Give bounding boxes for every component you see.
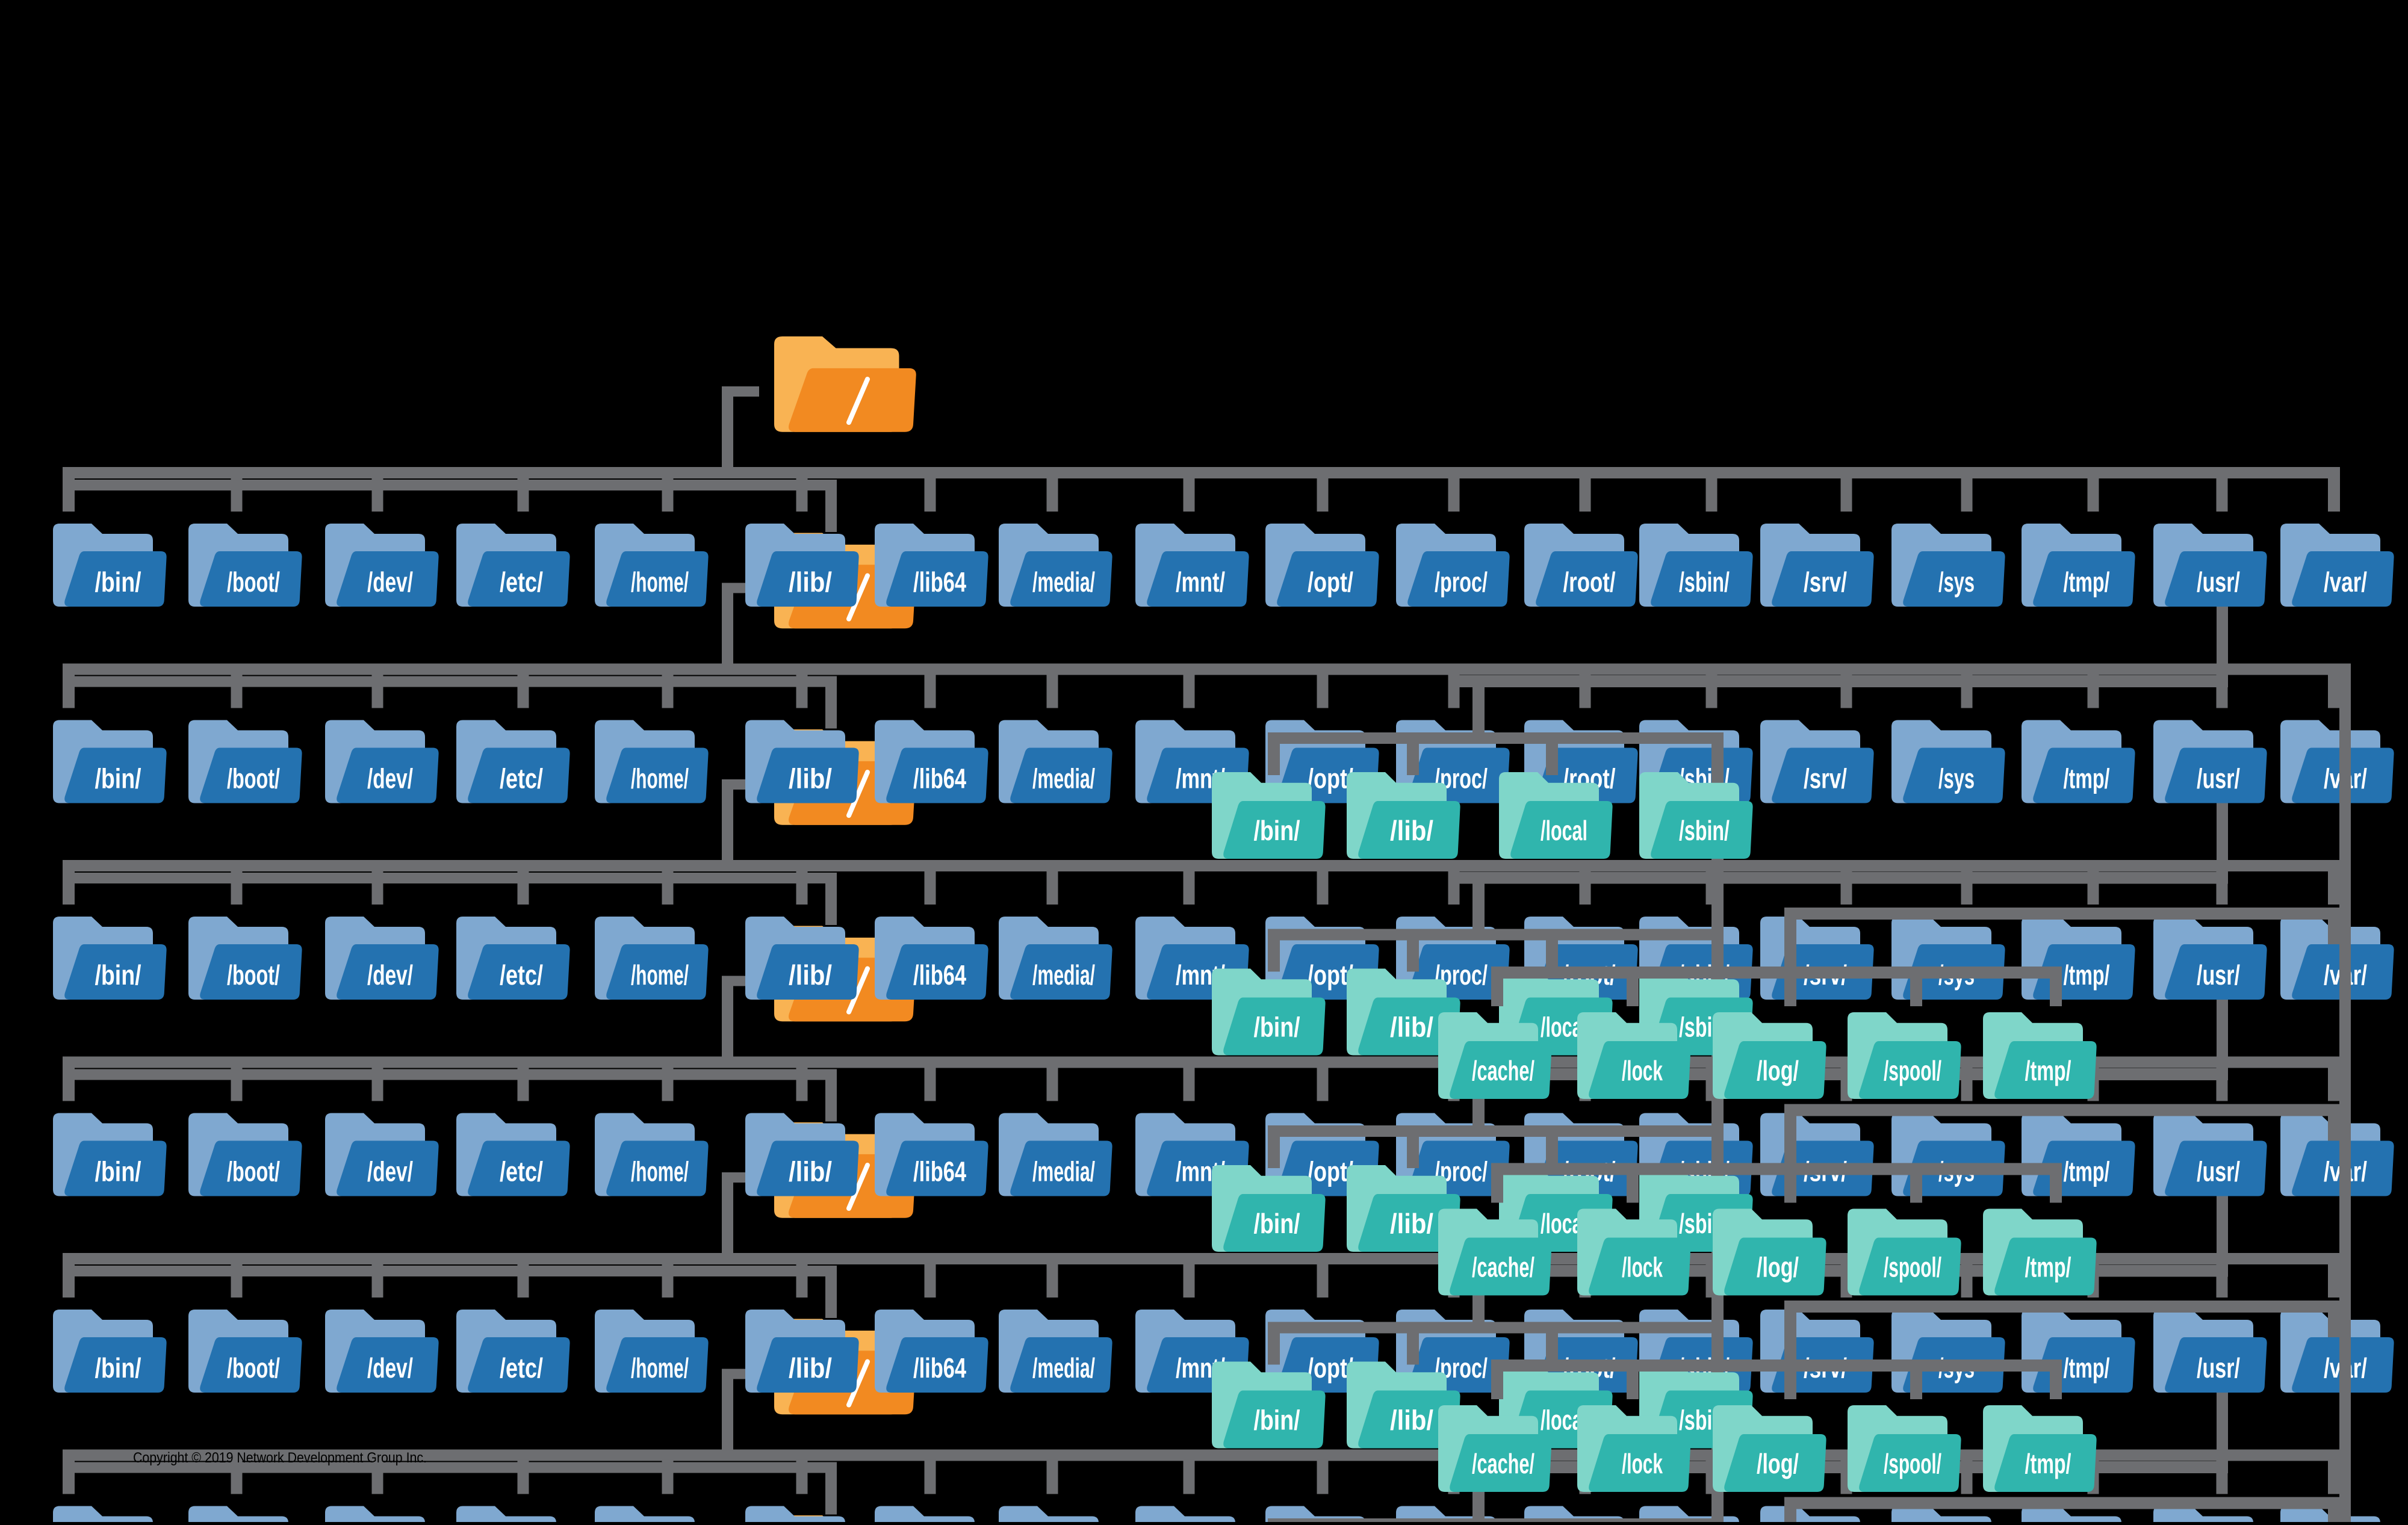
svg-text:/boot/: /boot/ [227, 1156, 280, 1187]
svg-text:/sbin/: /sbin/ [1679, 566, 1730, 598]
svg-text:/bin/: /bin/ [1254, 1405, 1300, 1436]
svg-text:/home/: /home/ [631, 763, 689, 794]
svg-text:/dev/: /dev/ [367, 763, 413, 794]
svg-text:/boot/: /boot/ [227, 959, 280, 991]
svg-text:/tmp/: /tmp/ [2025, 1252, 2071, 1283]
svg-text:/etc/: /etc/ [500, 566, 543, 598]
svg-text:/lib64: /lib64 [913, 763, 966, 794]
svg-text:/boot/: /boot/ [227, 763, 280, 794]
svg-text:/lib/: /lib/ [1390, 815, 1433, 846]
svg-text:/home/: /home/ [631, 1156, 689, 1187]
svg-text:/lib64: /lib64 [913, 566, 966, 598]
svg-text:/home/: /home/ [631, 1352, 689, 1384]
svg-text:/opt/: /opt/ [1308, 959, 1353, 991]
svg-text:/usr/: /usr/ [2197, 1156, 2240, 1187]
svg-text:/bin/: /bin/ [1254, 1012, 1300, 1043]
svg-text:/tmp/: /tmp/ [2064, 1156, 2110, 1187]
svg-text:/opt/: /opt/ [1308, 566, 1353, 598]
svg-text:Copyright © 2019 Network Devel: Copyright © 2019 Network Development Gro… [133, 1450, 427, 1466]
svg-text:/dev/: /dev/ [367, 959, 413, 991]
svg-text:/opt/: /opt/ [1308, 763, 1353, 794]
svg-text:/lock: /lock [1622, 1448, 1663, 1479]
svg-text:/log/: /log/ [1757, 1252, 1799, 1283]
svg-text:/tmp/: /tmp/ [2064, 566, 2110, 598]
svg-text:/home/: /home/ [631, 566, 689, 598]
svg-text:/boot/: /boot/ [227, 566, 280, 598]
svg-text:/srv/: /srv/ [1804, 763, 1847, 794]
svg-text:/bin/: /bin/ [1254, 1208, 1300, 1239]
svg-text:/proc/: /proc/ [1435, 566, 1488, 598]
svg-text:/spool/: /spool/ [1884, 1448, 1941, 1479]
svg-text:/usr/: /usr/ [2197, 763, 2240, 794]
svg-text:/media/: /media/ [1032, 1352, 1095, 1384]
svg-text:/lib/: /lib/ [789, 1352, 832, 1384]
svg-text:/tmp/: /tmp/ [2064, 763, 2110, 794]
svg-text:/sys: /sys [1938, 566, 1975, 598]
svg-text:/bin/: /bin/ [95, 763, 141, 794]
svg-text:/etc/: /etc/ [500, 1352, 543, 1384]
svg-text:/usr/: /usr/ [2197, 959, 2240, 991]
svg-text:/lib/: /lib/ [1390, 1405, 1433, 1436]
svg-text:/tmp/: /tmp/ [2064, 1352, 2110, 1384]
svg-text:/root/: /root/ [1563, 566, 1616, 598]
svg-text:/bin/: /bin/ [95, 1156, 141, 1187]
svg-text:/dev/: /dev/ [367, 566, 413, 598]
svg-text:/home/: /home/ [631, 959, 689, 991]
svg-text:/log/: /log/ [1757, 1448, 1799, 1479]
svg-text:/spool/: /spool/ [1884, 1055, 1941, 1086]
svg-text:/lib/: /lib/ [1390, 1208, 1433, 1239]
svg-text:/tmp/: /tmp/ [2025, 1055, 2071, 1086]
svg-text:/bin/: /bin/ [95, 566, 141, 598]
svg-text:/dev/: /dev/ [367, 1352, 413, 1384]
svg-text:/bin/: /bin/ [1254, 815, 1300, 846]
svg-text:/bin/: /bin/ [95, 959, 141, 991]
svg-text:/lock: /lock [1622, 1055, 1663, 1086]
svg-text:/media/: /media/ [1032, 566, 1095, 598]
svg-text:/log/: /log/ [1757, 1055, 1799, 1086]
svg-text:/etc/: /etc/ [500, 959, 543, 991]
svg-text:/local: /local [1541, 815, 1587, 846]
svg-text:/media/: /media/ [1032, 1156, 1095, 1187]
svg-text:/sbin/: /sbin/ [1679, 815, 1730, 846]
svg-text:/dev/: /dev/ [367, 1156, 413, 1187]
svg-text:/sys: /sys [1938, 763, 1975, 794]
svg-text:/etc/: /etc/ [500, 1156, 543, 1187]
svg-text:/tmp/: /tmp/ [2064, 959, 2110, 991]
svg-text:/opt/: /opt/ [1308, 1352, 1353, 1384]
svg-text:/lib64: /lib64 [913, 1156, 966, 1187]
svg-text:/lock: /lock [1622, 1252, 1663, 1283]
svg-text:/opt/: /opt/ [1308, 1156, 1353, 1187]
svg-text:/cache/: /cache/ [1472, 1448, 1534, 1479]
svg-text:/cache/: /cache/ [1472, 1252, 1534, 1283]
svg-text:/srv/: /srv/ [1804, 566, 1847, 598]
svg-text:/media/: /media/ [1032, 959, 1095, 991]
svg-text:/tmp/: /tmp/ [2025, 1448, 2071, 1479]
svg-text:/etc/: /etc/ [500, 763, 543, 794]
svg-text:/boot/: /boot/ [227, 1352, 280, 1384]
svg-text:/mnt/: /mnt/ [1176, 566, 1225, 598]
svg-text:/media/: /media/ [1032, 763, 1095, 794]
svg-text:/lib64: /lib64 [913, 959, 966, 991]
svg-text:/usr/: /usr/ [2197, 566, 2240, 598]
svg-text:/lib/: /lib/ [789, 763, 832, 794]
svg-text:/lib/: /lib/ [789, 959, 832, 991]
svg-text:/var/: /var/ [2324, 566, 2367, 598]
svg-text:/lib/: /lib/ [1390, 1012, 1433, 1043]
svg-text:/spool/: /spool/ [1884, 1252, 1941, 1283]
svg-text:/bin/: /bin/ [95, 1352, 141, 1384]
svg-text:/lib64: /lib64 [913, 1352, 966, 1384]
svg-text:/usr/: /usr/ [2197, 1352, 2240, 1384]
svg-text:/lib/: /lib/ [789, 1156, 832, 1187]
svg-text:/lib/: /lib/ [789, 566, 832, 598]
svg-text:/cache/: /cache/ [1472, 1055, 1534, 1086]
